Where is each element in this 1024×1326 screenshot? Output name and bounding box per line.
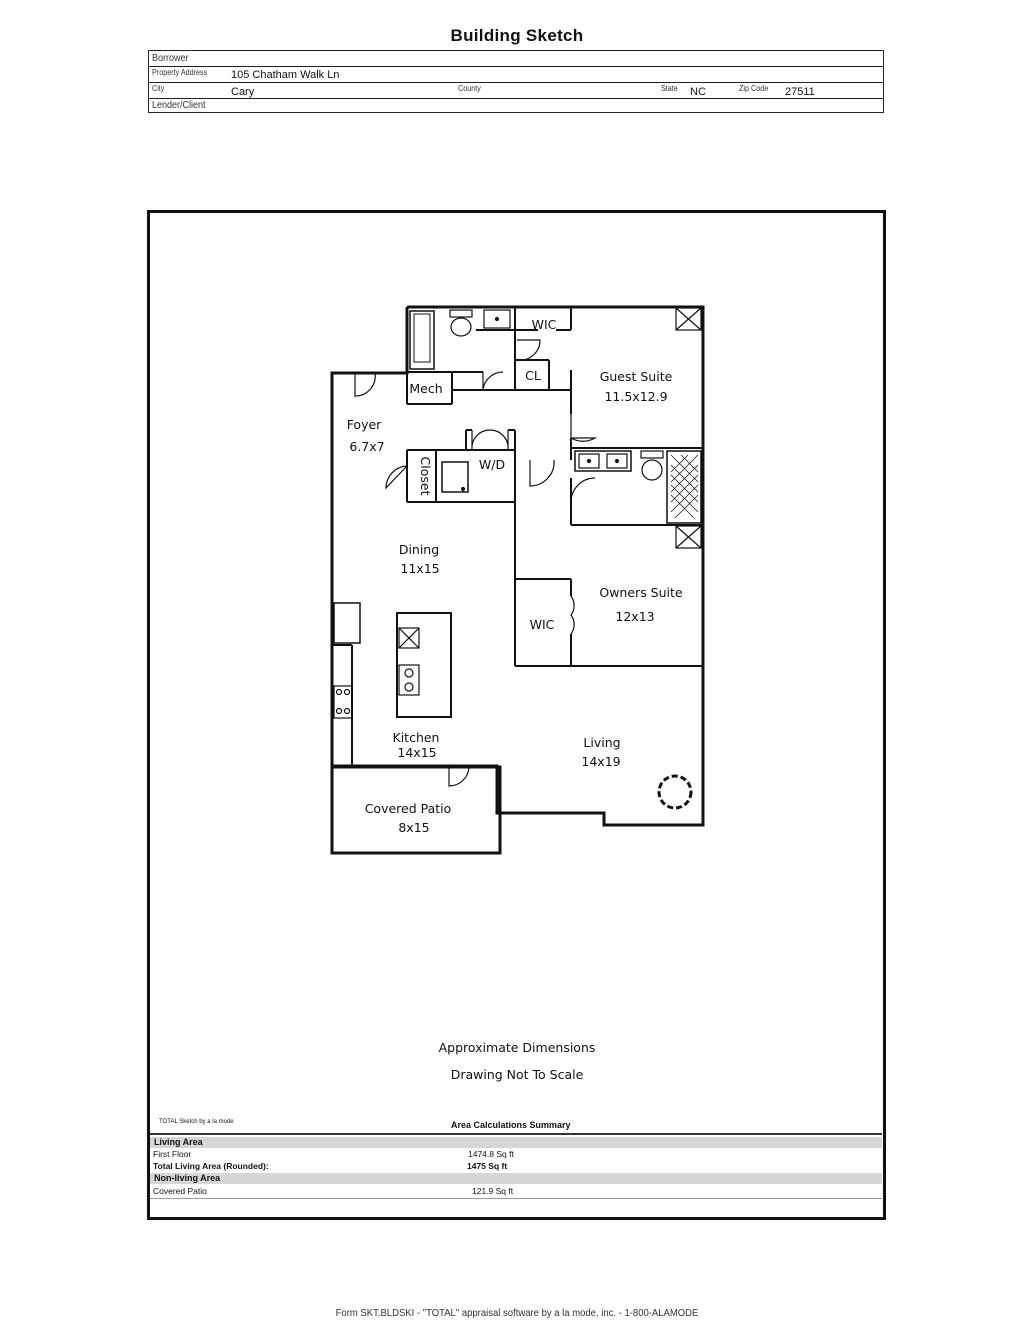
first-floor-label: First Floor: [153, 1149, 192, 1159]
zip-label: Zip Code: [739, 84, 769, 93]
cl-label: CL: [525, 368, 541, 383]
mech-label: Mech: [409, 381, 442, 396]
address-row: Property Address 105 Chatham Walk Ln: [149, 66, 883, 83]
sketch-credit: TOTAL Sketch by a la mode: [159, 1119, 234, 1125]
owners-suite-dim: 12x13: [615, 609, 654, 624]
city-value: Cary: [231, 86, 255, 98]
door-swings: [354, 339, 598, 787]
borrower-label: Borrower: [152, 53, 189, 64]
form-footer: Form SKT.BLDSKI - "TOTAL" appraisal soft…: [335, 1308, 699, 1319]
covered-patio-area-value: 121.9 Sq ft: [472, 1186, 514, 1196]
area-summary-title: Area Calculations Summary: [451, 1120, 571, 1130]
sketch-frame: [147, 210, 886, 1220]
toilet-icon: [641, 459, 663, 481]
first-floor-row: First Floor 1474.8 Sq ft: [150, 1149, 882, 1161]
covered-patio-label: Covered Patio: [365, 801, 452, 816]
zip-value: 27511: [785, 86, 815, 98]
borrower-row: Borrower: [149, 51, 883, 67]
living-dim: 14x19: [581, 754, 620, 769]
kitchen-label: Kitchen: [393, 730, 440, 745]
foyer-label: Foyer: [347, 417, 382, 432]
owners-suite-label: Owners Suite: [599, 585, 683, 600]
non-living-area-header: Non-living Area: [150, 1173, 882, 1184]
room-labels: WIC CL Mech Guest Suite 11.5x12.9 Foyer …: [347, 317, 683, 835]
first-floor-value: 1474.8 Sq ft: [468, 1149, 514, 1159]
dining-dim: 11x15: [400, 561, 439, 576]
guest-suite-dim: 11.5x12.9: [604, 389, 667, 404]
total-living-label: Total Living Area (Rounded):: [153, 1161, 269, 1171]
total-living-value: 1475 Sq ft: [467, 1161, 508, 1171]
fireplace-icon: [657, 774, 693, 810]
state-value: NC: [690, 86, 706, 98]
city-row: City Cary County State NC Zip Code 27511: [149, 82, 883, 99]
page-title: Building Sketch: [450, 26, 584, 45]
covered-patio-row: Covered Patio 121.9 Sq ft: [150, 1186, 882, 1198]
kitchen-dim: 14x15: [397, 745, 436, 760]
lender-label: Lender/Client: [152, 100, 206, 111]
closet-label: Closet: [418, 457, 433, 496]
interior-walls: [332, 307, 703, 766]
wd-label: W/D: [479, 457, 505, 472]
living-area-header: Living Area: [150, 1137, 882, 1148]
living-label: Living: [583, 735, 620, 750]
summary-divider: [150, 1133, 882, 1135]
total-living-row: Total Living Area (Rounded): 1475 Sq ft: [150, 1161, 882, 1173]
summary-bottom-rule: [150, 1198, 882, 1199]
foyer-dim: 6.7x7: [349, 439, 384, 454]
patio-outline: [330, 765, 502, 855]
guest-wic-label: WIC: [532, 317, 557, 332]
guest-suite-label: Guest Suite: [600, 369, 673, 384]
city-label: City: [152, 84, 165, 93]
toilet-icon: [450, 317, 472, 337]
covered-patio-dim: 8x15: [398, 820, 429, 835]
property-header-table: Borrower Property Address 105 Chatham Wa…: [148, 50, 884, 113]
covered-patio-area-label: Covered Patio: [153, 1186, 207, 1196]
owners-wic-label: WIC: [530, 617, 555, 632]
county-label: County: [458, 84, 481, 93]
property-address-label: Property Address: [152, 68, 208, 77]
property-address-value: 105 Chatham Walk Ln: [231, 69, 340, 81]
approximate-dimensions-note: Approximate Dimensions: [438, 1040, 596, 1055]
not-to-scale-note: Drawing Not To Scale: [450, 1067, 584, 1082]
state-label: State: [661, 84, 678, 93]
fixtures: [333, 307, 702, 810]
dining-label: Dining: [399, 542, 439, 557]
exterior-walls: [330, 305, 705, 855]
